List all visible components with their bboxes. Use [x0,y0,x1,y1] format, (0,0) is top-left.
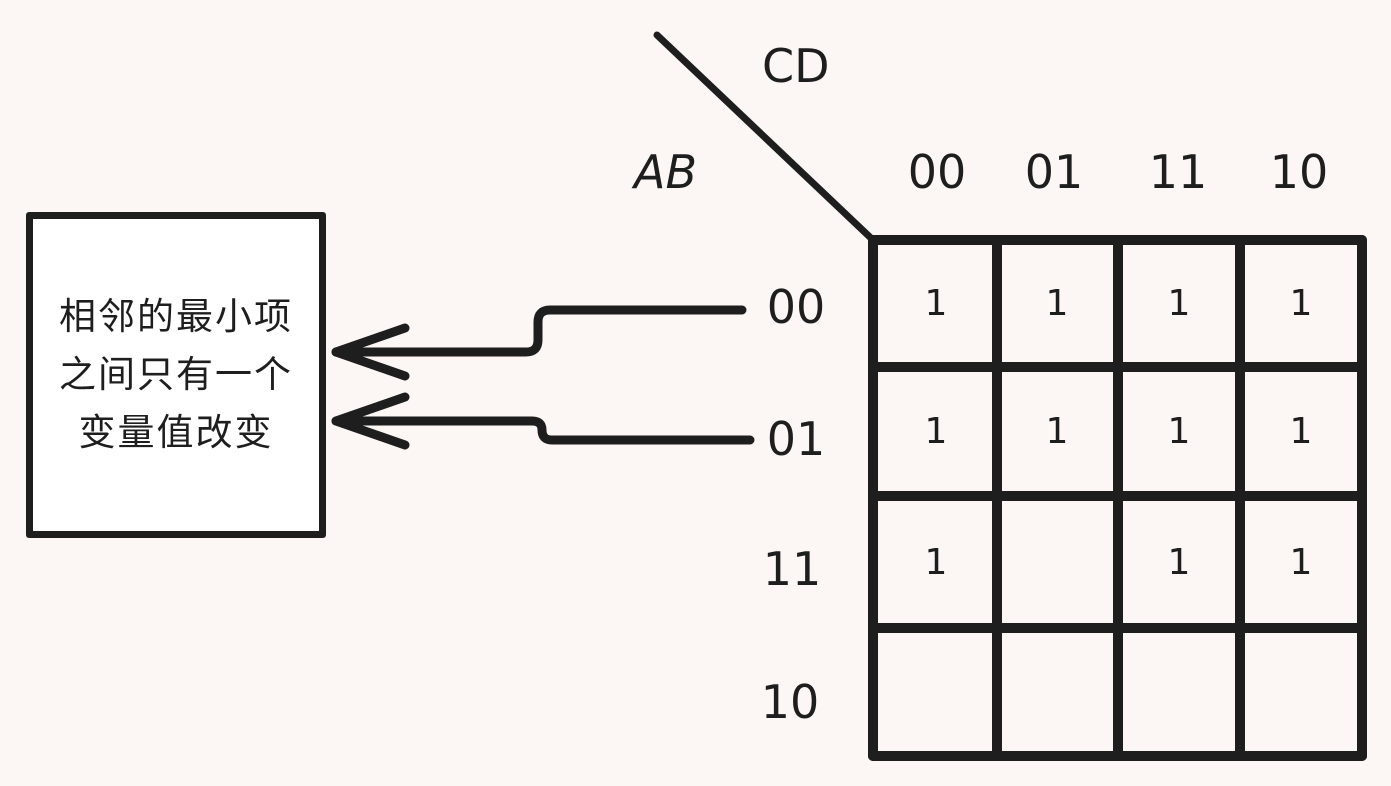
col-header-1: 01 [1025,145,1084,199]
col-header-3: 10 [1270,145,1329,199]
arrow-row-00-connector [331,305,747,357]
arrow-row-00-head [331,323,410,381]
kmap-cell-r1-c0: 1 [925,411,948,452]
arrow-row-01-head [331,392,410,450]
row-header-1: 01 [767,412,826,466]
row-variable-label: AB [631,145,697,199]
row-header-2: 11 [763,542,822,596]
kmap-grid [868,235,1367,761]
note-box: 相邻的最小项之间只有一个变量值改变 [26,212,326,538]
column-headers: 00 01 11 10 [908,145,1329,199]
col-header-2: 11 [1149,145,1208,199]
kmap-cell-r0-c2: 1 [1168,283,1191,324]
col-header-0: 00 [908,145,967,199]
kmap-cells: 1 1 1 1 1 1 1 1 1 1 1 [925,283,1313,583]
corner-diagonal [653,31,877,244]
kmap-cell-r2-c0: 1 [925,542,948,583]
kmap-cell-r2-c3: 1 [1290,542,1313,583]
note-text: 相邻的最小项之间只有一个变量值改变 [59,295,293,454]
kmap-cell-r0-c0: 1 [925,283,948,324]
row-header-0: 00 [767,280,826,334]
kmap-cell-r0-c3: 1 [1290,283,1313,324]
arrow-row-01-connector [331,416,755,445]
row-headers: 00 01 11 10 [761,280,826,729]
kmap-cell-r1-c2: 1 [1168,411,1191,452]
kmap-cell-r1-c3: 1 [1290,411,1313,452]
kmap-cell-r0-c1: 1 [1046,283,1069,324]
kmap-cell-r1-c1: 1 [1046,411,1069,452]
kmap-cell-r2-c2: 1 [1168,542,1191,583]
row-header-3: 10 [761,675,820,729]
col-variable-label: CD [762,39,830,93]
